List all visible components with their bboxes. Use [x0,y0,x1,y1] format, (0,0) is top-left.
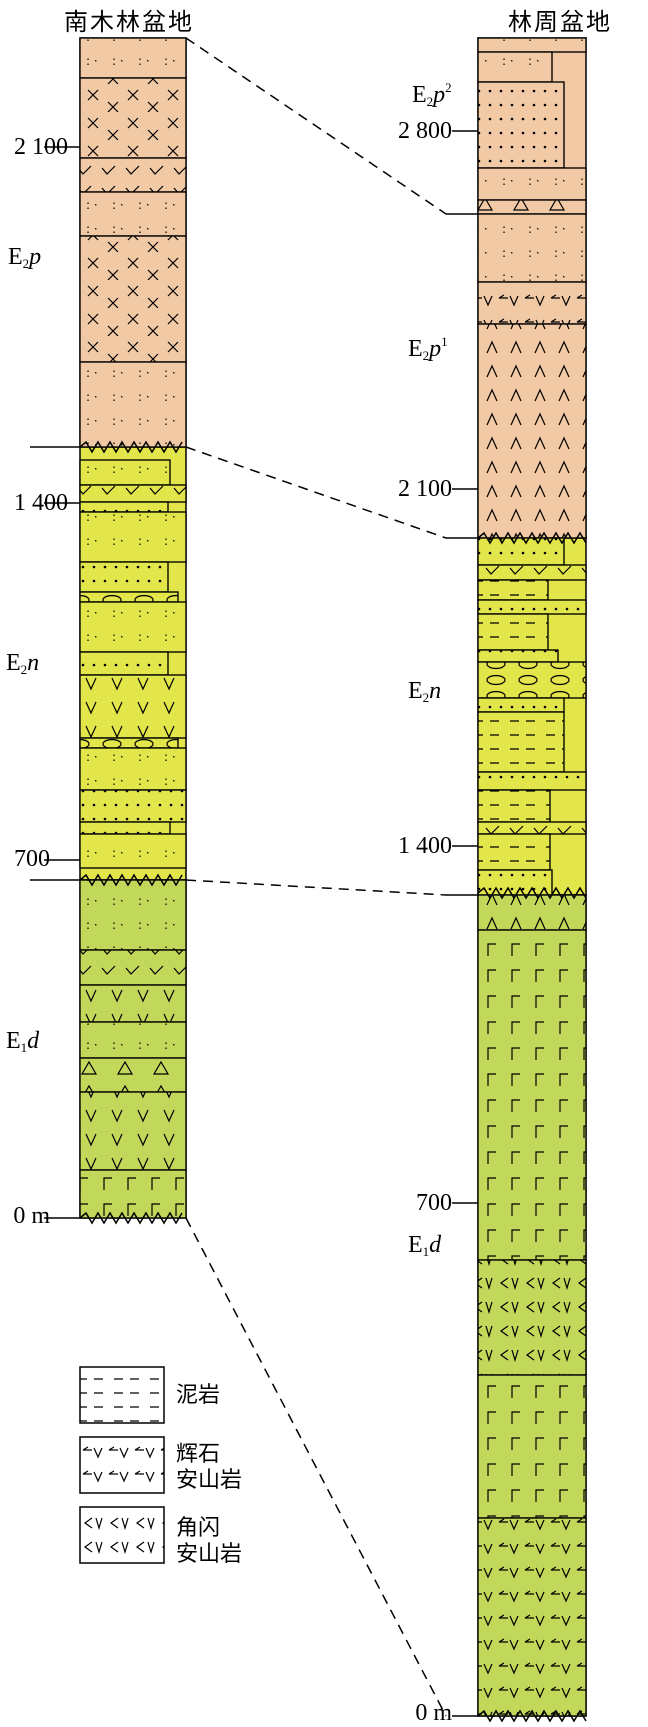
right-depth-label-2800: 2 800 [398,118,452,144]
right-bed-22 [477,869,553,896]
right-bed-25 [477,1259,587,1376]
right-depth-label-1400: 1 400 [398,833,452,859]
right-bed-20 [477,821,587,835]
right-bed-8 [477,323,587,539]
left-bed-8 [79,484,187,503]
right-bed-17 [477,711,565,773]
right-bed-4 [477,167,587,201]
left-bed-6 [79,361,187,448]
left-bed-25 [79,1057,187,1093]
left-bed-21 [79,879,187,951]
right-bed-27 [477,1517,587,1717]
legend-label-hornblende-andesite: 角闪 安山岩 [176,1516,243,1567]
right-bed-18 [477,771,587,791]
right-depth-label-0: 0 m [415,1700,452,1726]
left-bed-26 [79,1091,187,1171]
legend-label-mudstone: 泥岩 [176,1383,221,1408]
right-bed-13 [477,613,549,651]
left-bed-9 [79,501,169,513]
left-bed-7 [79,459,171,486]
left-bed-18 [79,789,187,823]
legend-label-pyroxene-andesite: 辉石 安山岩 [176,1442,243,1493]
right-bed-16 [477,697,565,713]
left-bed-5 [79,235,187,363]
left-bed-16 [79,737,179,749]
left-depth-label-2100: 2 100 [14,134,68,160]
right-bed-23 [477,894,587,931]
left-bed-14 [79,651,169,676]
right-bed-11 [477,579,549,601]
legend-pattern-pyroxene-andesite [80,1437,164,1493]
left-bed-12 [79,591,179,603]
legend-pattern-mudstone [80,1367,164,1423]
right-unit-e2p1: E2p1 [408,334,448,363]
left-bed-19 [79,821,171,835]
left-bed-24 [79,1021,187,1059]
correlation-line-4 [185,1217,447,1717]
left-bed-4 [79,191,187,237]
right-depth-label-700: 700 [416,1190,452,1216]
left-bed-27 [79,1169,187,1219]
right-bed-6 [477,213,587,283]
left-bed-22 [79,949,187,986]
right-unconformity-2 [477,886,587,900]
correlation-line-3 [185,879,447,896]
left-bed-11 [79,561,169,593]
right-unit-e2p2: E2p2 [412,80,452,109]
left-bed-1 [79,37,187,79]
left-bed-23 [79,984,187,1023]
right-depth-label-2100: 2 100 [398,476,452,502]
right-bed-15 [477,661,587,699]
left-unit-e2p: E2p [8,244,42,271]
right-bed-7 [477,281,587,325]
left-unit-e1d: E1d [6,1028,40,1055]
right-bed-2 [477,51,553,83]
left-bed-17 [79,747,187,791]
right-bed-21 [477,833,551,871]
left-depth-label-0: 0 m [13,1203,50,1229]
left-base-line [79,1211,183,1225]
left-unconformity-2 [79,873,183,887]
correlation-line-1 [185,37,447,215]
right-bed-24 [477,929,587,1261]
right-bed-1 [477,37,587,53]
right-unit-e2n: E2n [408,678,442,705]
right-bed-10 [477,564,587,581]
left-bed-15 [79,674,187,739]
left-bed-2 [79,77,187,159]
right-column-title: 林周盆地 [508,8,612,36]
right-bed-14 [477,649,559,663]
right-unconformity-1 [477,531,587,545]
right-unit-e1d: E1d [408,1232,442,1259]
right-bed-3 [477,81,565,169]
left-unit-e2n: E2n [6,650,40,677]
right-bed-5 [477,199,587,215]
right-bed-19 [477,789,551,823]
left-bed-20 [79,833,187,869]
right-bed-26 [477,1374,587,1519]
left-bed-10 [79,511,187,563]
left-column-title: 南木林盆地 [64,8,194,36]
left-bed-13 [79,601,187,653]
left-bed-3 [79,157,187,193]
left-depth-label-1400: 1 400 [14,490,68,516]
correlation-line-2 [185,446,447,539]
legend-pattern-hornblende-andesite [80,1507,164,1563]
left-unconformity-1 [79,440,183,454]
right-bed-12 [477,599,587,615]
right-base-line [477,1709,587,1723]
left-depth-label-700: 700 [14,846,50,872]
